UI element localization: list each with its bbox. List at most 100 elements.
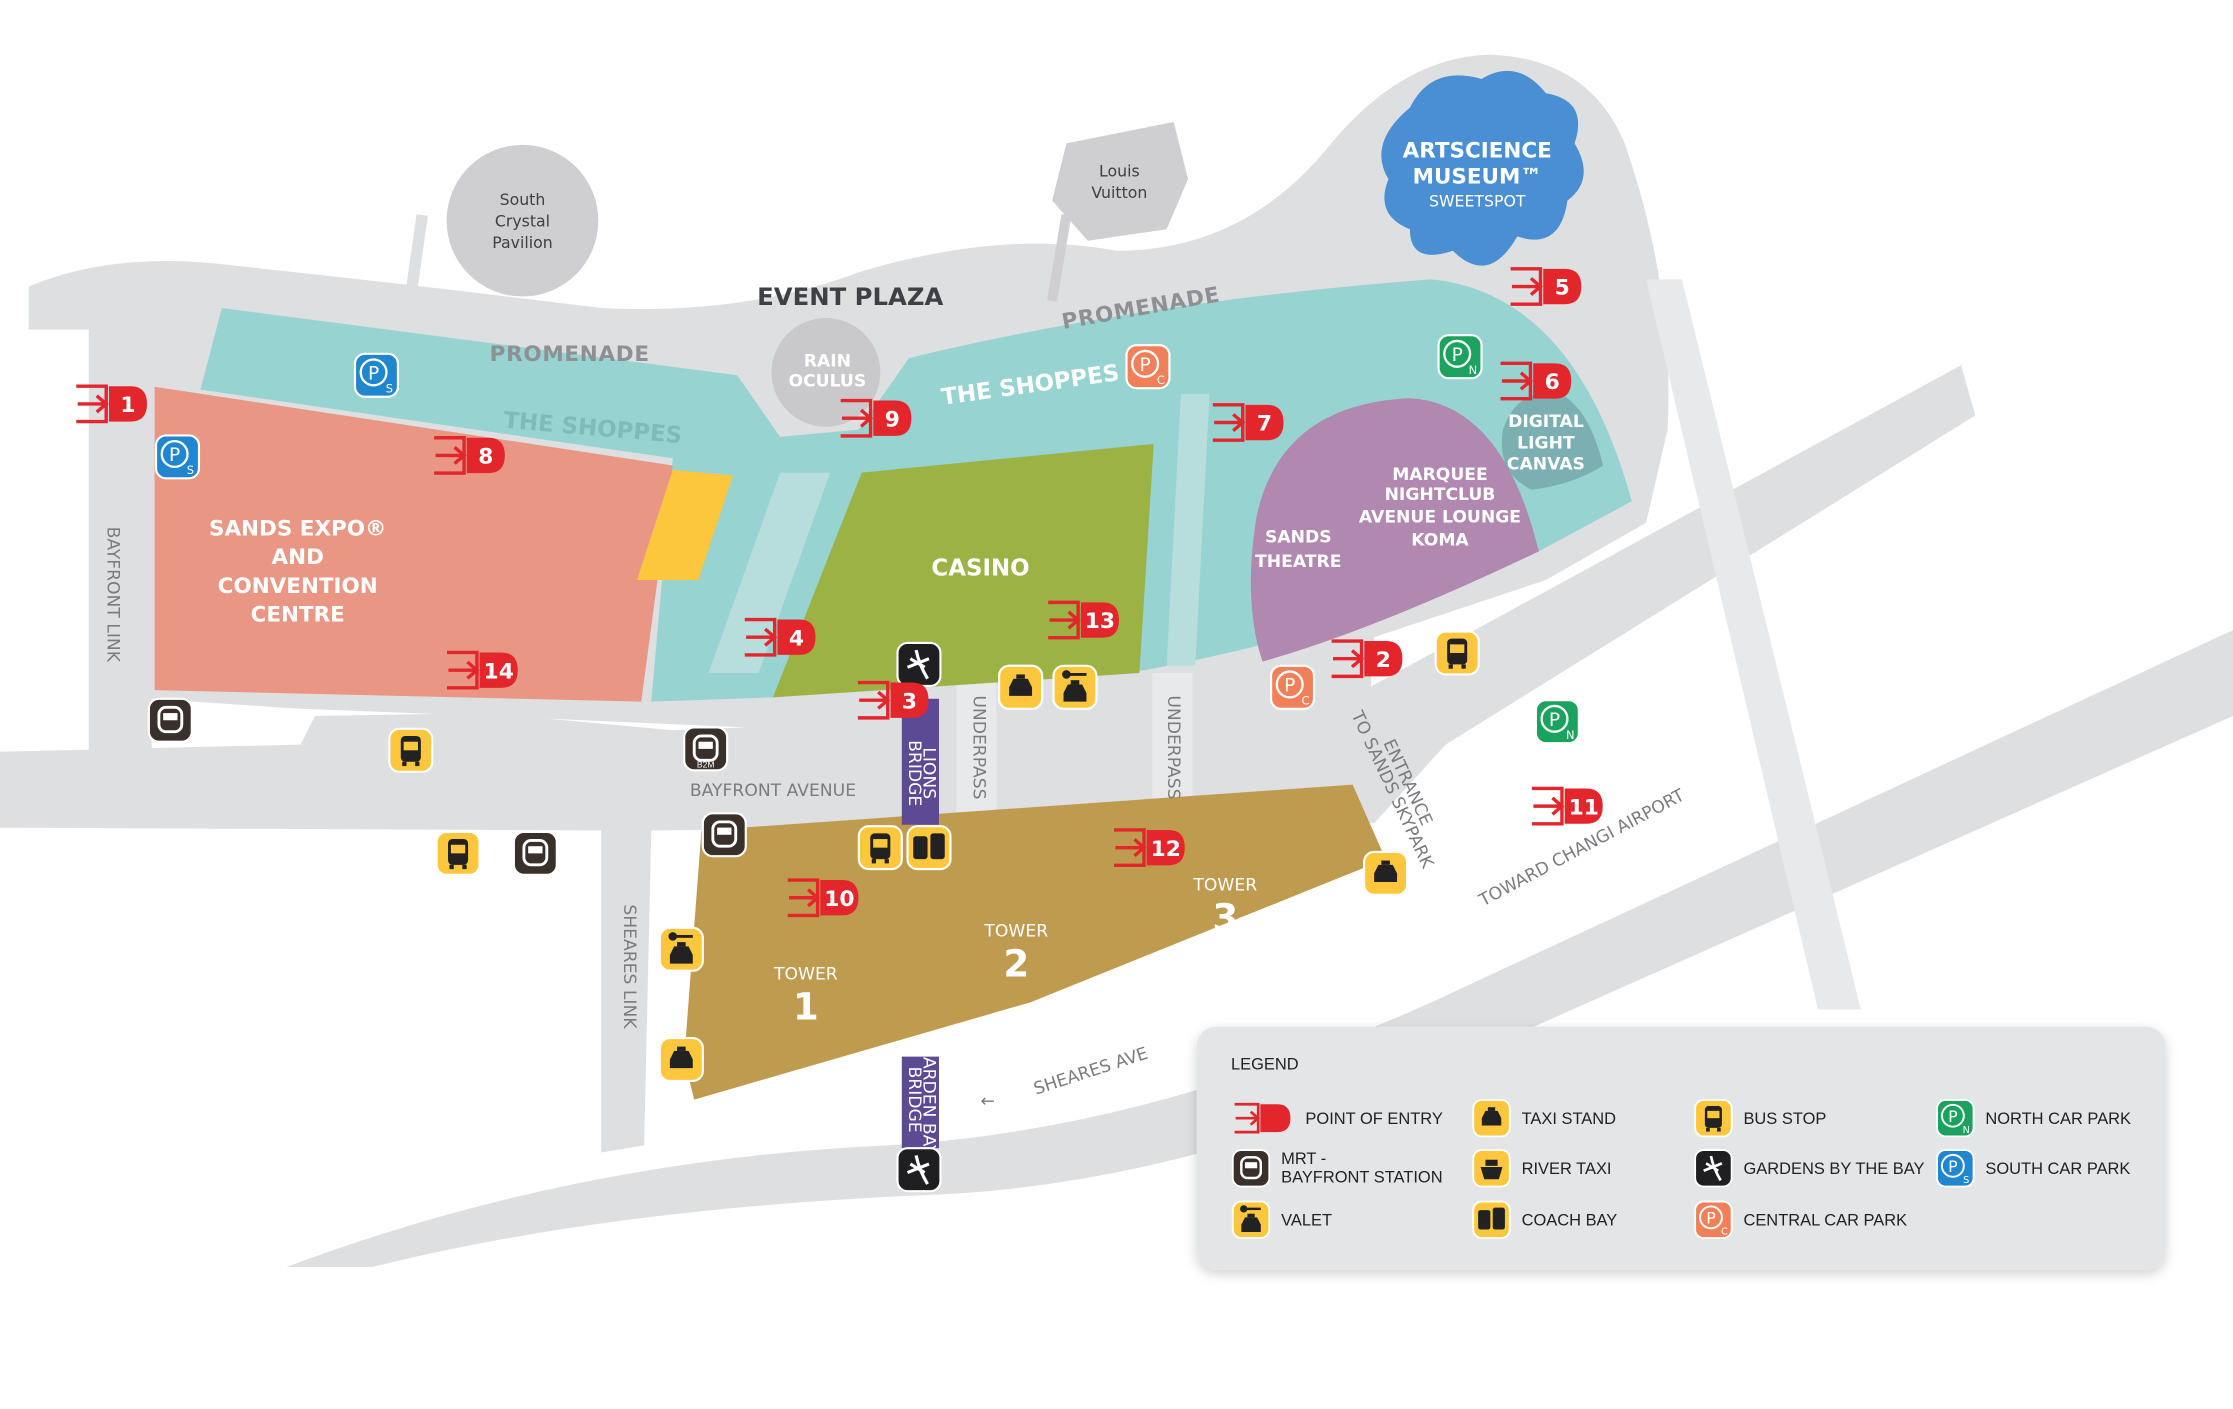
mrt-icon[interactable] — [512, 830, 558, 876]
legend-item-river-taxi: RIVER TAXI — [1472, 1149, 1611, 1188]
entry-number: 1 — [120, 393, 135, 418]
south-car-park-icon[interactable]: PS — [154, 434, 201, 480]
entry-number: 9 — [885, 407, 900, 432]
entry-point-5[interactable]: 5 — [1510, 267, 1582, 306]
valet-icon[interactable] — [658, 926, 704, 972]
south-crystal-pavilion[interactable] — [446, 144, 599, 297]
taxi-stand-icon[interactable] — [998, 664, 1044, 710]
entry-point-10[interactable]: 10 — [787, 878, 859, 918]
gardens-by-the-bay-icon[interactable] — [1694, 1149, 1733, 1188]
taxi-stand-icon[interactable] — [1363, 850, 1409, 896]
svg-text:S: S — [1963, 1175, 1969, 1186]
louis-vuitton[interactable] — [1052, 121, 1189, 241]
entry-number: 7 — [1257, 412, 1272, 437]
entry-point-14[interactable]: 14 — [447, 650, 518, 690]
entry-point-12[interactable]: 12 — [1114, 828, 1185, 868]
entry-point-6[interactable]: 6 — [1500, 361, 1572, 401]
garden-bay-bridge-label: GARDEN BAYBRIDGE — [904, 1044, 938, 1156]
entry-point-3[interactable]: 3 — [857, 680, 929, 720]
taxi-stand-icon[interactable] — [1472, 1099, 1511, 1138]
north-car-park-icon[interactable]: PN — [1437, 334, 1483, 380]
mrt-icon[interactable] — [683, 726, 729, 772]
entry-point-4[interactable]: 4 — [744, 617, 816, 657]
bus-stop-icon[interactable] — [1434, 630, 1480, 676]
entry-point-7[interactable]: 7 — [1212, 403, 1284, 442]
bus-stop-icon[interactable] — [1694, 1099, 1733, 1138]
north-car-park-icon[interactable]: PN — [1936, 1099, 1975, 1138]
central-car-park-icon[interactable]: PC — [1125, 344, 1171, 390]
bus-stop-icon[interactable] — [388, 727, 434, 773]
legend-title: LEGEND — [1231, 1056, 1299, 1074]
entry-number: 6 — [1545, 370, 1560, 395]
coach-bay-icon[interactable] — [1472, 1200, 1511, 1239]
entry-number: 5 — [1555, 276, 1570, 301]
north-car-park-icon[interactable]: PN — [1534, 699, 1580, 745]
walkways — [708, 393, 1210, 674]
garden-bay-bridge[interactable] — [901, 1056, 940, 1149]
mrt-icon[interactable] — [1231, 1149, 1271, 1188]
underpass-1 — [956, 673, 997, 824]
lions-bridge[interactable] — [901, 698, 940, 825]
artscience-museum[interactable] — [1381, 70, 1584, 266]
legend-item-coach-bay: COACH BAY — [1472, 1200, 1618, 1239]
svg-text:P: P — [169, 445, 180, 466]
coach-bay-icon[interactable] — [906, 825, 952, 871]
valet-icon[interactable] — [1052, 664, 1098, 710]
mrt-icon[interactable] — [701, 812, 747, 858]
legend-label: VALET — [1281, 1212, 1332, 1230]
arrow-left-icon: ← — [980, 1092, 994, 1112]
legend-item-taxi-stand: TAXI STAND — [1472, 1099, 1617, 1138]
legend-item-bus-stop: BUS STOP — [1694, 1099, 1826, 1138]
central-car-park-icon[interactable]: PC — [1694, 1200, 1733, 1239]
svg-text:P: P — [1452, 345, 1463, 366]
bus-stop-icon[interactable] — [857, 825, 903, 871]
sheares-link-label: SHEARES LINK — [619, 904, 639, 1029]
legend-label: BAYFRONT STATION — [1281, 1169, 1443, 1187]
sands-expo[interactable] — [154, 386, 673, 702]
svg-text:C: C — [1721, 1226, 1728, 1237]
svg-text:N: N — [1963, 1125, 1970, 1136]
central-car-park-icon[interactable]: PC — [1270, 664, 1316, 710]
mrt-icon[interactable] — [147, 697, 193, 743]
svg-text:P: P — [1140, 355, 1151, 376]
svg-text:C: C — [1301, 694, 1309, 708]
entry-point-8[interactable]: 8 — [434, 436, 505, 475]
south-car-park-icon[interactable]: PS — [353, 352, 400, 398]
legend-label: BUS STOP — [1743, 1110, 1826, 1128]
entry-point-2[interactable]: 2 — [1331, 639, 1403, 679]
svg-text:S: S — [187, 463, 194, 477]
valet-icon[interactable] — [1231, 1200, 1271, 1239]
legend-item-mrt: MRT -BAYFRONT STATION — [1231, 1149, 1443, 1188]
svg-text:P: P — [368, 364, 379, 385]
bus-stop-icon[interactable] — [435, 830, 481, 876]
entry-point-13[interactable]: 13 — [1048, 600, 1119, 640]
entry-point[interactable] — [1234, 1102, 1291, 1134]
legend-label: COACH BAY — [1522, 1212, 1618, 1230]
entry-point-11[interactable]: 11 — [1532, 786, 1603, 826]
legend-label: TAXI STAND — [1522, 1110, 1617, 1128]
south-car-park-icon[interactable]: PS — [1936, 1149, 1975, 1188]
sands-theatre-area[interactable] — [1250, 398, 1539, 662]
gardens-by-the-bay-icon[interactable] — [896, 1147, 942, 1193]
entry-point-1[interactable]: 1 — [76, 384, 148, 424]
gardens-by-the-bay-icon[interactable] — [896, 641, 942, 687]
taxi-stand-icon[interactable] — [658, 1036, 704, 1083]
svg-text:S: S — [386, 381, 393, 395]
legend-label: MRT - — [1281, 1150, 1326, 1168]
digital-light-canvas[interactable] — [1501, 392, 1604, 490]
sheares-ave-label: SHEARES AVE — [1031, 1044, 1150, 1100]
casino[interactable] — [772, 443, 1154, 698]
river-taxi-icon[interactable] — [1472, 1149, 1511, 1188]
entry-point-9[interactable]: 9 — [840, 398, 912, 438]
promenade-label: PROMENADE — [490, 342, 650, 367]
bayfront-link-label: BAYFRONT LINK — [102, 527, 122, 663]
legend-panel — [1196, 1026, 2166, 1270]
